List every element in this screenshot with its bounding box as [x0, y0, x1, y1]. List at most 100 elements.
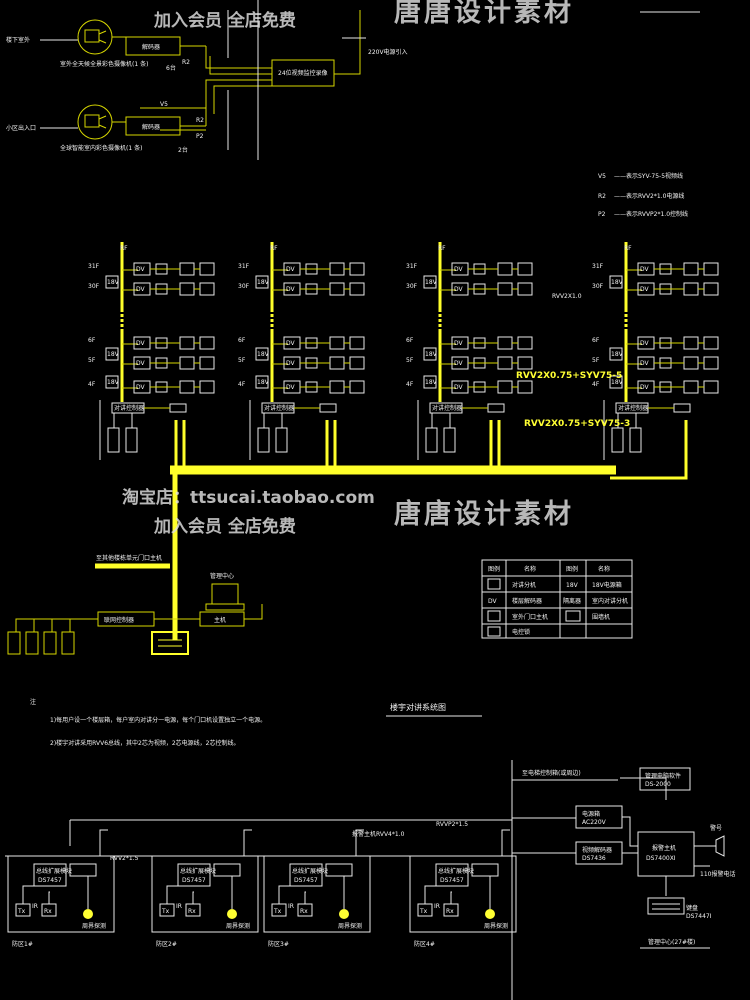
indoor-phone-icon [349, 380, 365, 394]
floor-decoder-label: DV [454, 384, 464, 391]
p2-label: P2 [196, 133, 204, 140]
table-r2c3: 隔离器 [563, 597, 581, 605]
floor-label: 30F [238, 283, 250, 290]
camera-1-icon [77, 19, 113, 55]
power-box-label: 18V [425, 279, 438, 286]
zone-label: 防区2# [156, 940, 177, 948]
switch-box [169, 403, 187, 413]
main-console-label: 主机 [214, 616, 226, 624]
indoor-phone-icon [517, 380, 533, 394]
trunk-cables [95, 420, 688, 640]
ir-label: IR [288, 903, 294, 910]
table-r2c1: DV [488, 598, 498, 605]
floor-decoder-label: DV [640, 266, 650, 273]
floor-decoder-label: DV [286, 266, 296, 273]
outdoor-label: 楼下室外 [6, 36, 30, 44]
camera-2-icon [77, 104, 113, 140]
cctv-section: 楼下室外 小区出入口 室外全天候全景彩色摄像机(1 条) 全球智能室内彩色摄像机… [6, 0, 700, 160]
bus-module-model: DS7457 [294, 877, 318, 884]
indoor-station-icon [179, 262, 195, 276]
power-box-label: 18V [107, 379, 120, 386]
rx-label: Rx [446, 908, 454, 915]
zone-frame [7, 855, 115, 933]
legend-r2-text: ——表示RVV2*1.0电源线 [614, 192, 684, 200]
gate-units [7, 631, 75, 655]
power-box [423, 347, 437, 361]
detector-label: 周界探测 [484, 922, 508, 930]
notes-marker: 注 [30, 698, 36, 706]
floor-decoder-label: DV [640, 286, 650, 293]
floor-label: 31F [88, 263, 100, 270]
bus-module-box [33, 863, 67, 887]
zone-box [325, 863, 353, 877]
switch-box [319, 403, 337, 413]
door-unit-icon [425, 427, 438, 453]
ir-label: IR [434, 903, 440, 910]
camera-1-caption: 室外全天候全景彩色摄像机(1 条) [60, 60, 148, 68]
detector-label: 周界探测 [226, 922, 250, 930]
indoor-phone-icon [517, 336, 533, 350]
power-box [255, 347, 269, 361]
controller-label: 对讲控制器 [114, 404, 144, 412]
indoor-station-icon [497, 356, 513, 370]
table-r4c2: 电控锁 [512, 628, 530, 636]
bus-label-2: RVVP2*1.5 [436, 821, 468, 828]
power-box [423, 375, 437, 389]
legend-p2-text: ——表示RVVP2*1.0控制线 [614, 210, 688, 218]
power-box-label: 18V [611, 279, 624, 286]
switch-box [487, 403, 505, 413]
detector-icon [339, 909, 349, 919]
bus-label-3: 报警主机RVV4*1.0 [352, 830, 405, 838]
recorder-label: 24位视频监控录像 [278, 69, 328, 77]
r2-label-1: R2 [182, 59, 190, 66]
elevator-label: 至电梯控制箱(或周边) [522, 769, 581, 777]
floor-decoder-label: DV [640, 360, 650, 367]
floor-label: 5F [592, 357, 600, 364]
table-r3c4: 围墙机 [592, 613, 610, 621]
door-unit-icon [275, 427, 288, 453]
cable-label-2: RVV2X0.75+SYV75-5 [516, 371, 622, 381]
floor-row: 4F DV [406, 380, 533, 394]
power-box [105, 375, 119, 389]
siren-label: 警号 [710, 824, 722, 832]
detector-icon [227, 909, 237, 919]
indoor-phone-icon [703, 262, 719, 276]
alarm-zones: 总线扩展模块DS7457TxIRRx防区1#周界探测总线扩展模块DS7457Tx… [7, 829, 517, 948]
indoor-phone-icon [349, 282, 365, 296]
indoor-phone-icon [517, 356, 533, 370]
power-box-label: 18V [107, 279, 120, 286]
indoor-phone-icon [349, 356, 365, 370]
bus-module-box [435, 863, 469, 887]
floor-label-roof: RF [624, 245, 632, 252]
floor-decoder-label: DV [136, 286, 146, 293]
floor-label: 4F [406, 381, 414, 388]
riser-cable-labels: RVV2X1.0 RVV2X0.75+SYV75-5 RVV2X0.75+SYV… [516, 293, 630, 429]
floor-label-roof: RF [270, 245, 278, 252]
controller-label: 对讲控制器 [264, 404, 294, 412]
indoor-phone-icon [199, 356, 215, 370]
switch-box [673, 403, 691, 413]
indoor-station-icon [179, 282, 195, 296]
management-pc-box [639, 767, 691, 791]
ups-value: AC220V [582, 819, 607, 826]
floor-label: 6F [592, 337, 600, 344]
detector-label: 周界探测 [82, 922, 106, 930]
note-1: 1)每用户设一个楼层箱，每户室内对讲分一电源，每个门口机设置独立一个电源。 [50, 716, 266, 724]
table-r2c2: 楼层解码器 [512, 597, 542, 605]
legend-v5: V5 [598, 173, 606, 180]
bus-module-label: 总线扩展模块 [438, 867, 474, 875]
legend-r2: R2 [598, 193, 606, 200]
bus-module-model: DS7457 [38, 877, 62, 884]
power-box [105, 347, 119, 361]
table-r3c2: 室外门口主机 [512, 613, 548, 621]
